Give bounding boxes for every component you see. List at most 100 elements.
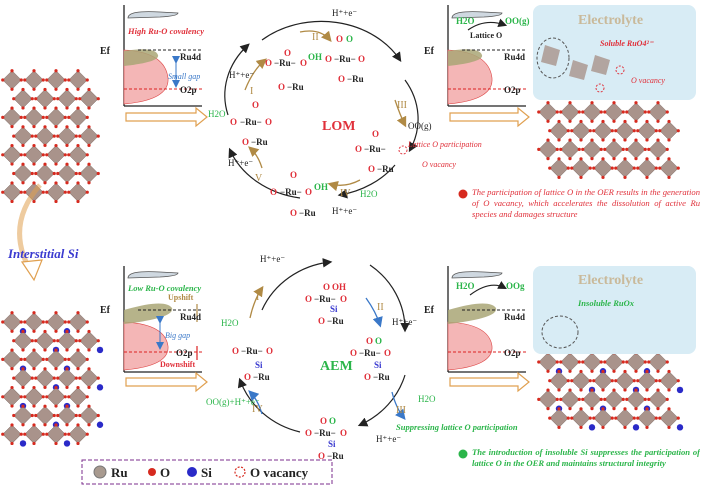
oxygen-atom (32, 69, 36, 73)
oxygen-atom (647, 397, 651, 401)
o-vacancy-label-electrolyte: O vacancy (631, 76, 665, 85)
oxygen-atom (579, 369, 583, 374)
oxygen-atom (667, 119, 671, 124)
oxygen-atom (555, 360, 559, 364)
ruo6-octahedron (2, 145, 22, 165)
oxygen-atom (634, 369, 638, 373)
svg-text:−Ru: −Ru (287, 82, 304, 92)
oxygen-atom (599, 147, 603, 151)
silicon-atom (63, 440, 71, 447)
oxygen-atom (32, 367, 36, 371)
ru4d-band-shape (124, 49, 159, 66)
svg-text:O: O (329, 416, 336, 426)
oxygen-atom (65, 348, 69, 352)
oxygen-atom (603, 147, 607, 151)
oxygen-atom (96, 376, 100, 380)
oxygen-atom (1, 190, 5, 194)
ruo6-octahedron (46, 349, 66, 369)
legend-box (81, 459, 333, 485)
svg-text:O: O (244, 372, 251, 382)
fermi-level-label-b: Ef (100, 305, 111, 316)
oxygen-atom (63, 115, 67, 119)
oxygen-atom (555, 147, 559, 151)
ruo6-octahedron (626, 389, 646, 409)
oxygen-atom (54, 367, 58, 371)
ruo6-octahedron (13, 163, 33, 184)
oxygen-atom (614, 166, 618, 170)
ruo6-octahedron (79, 89, 99, 109)
ruo6-octahedron (582, 139, 602, 159)
oxygen-atom (548, 379, 552, 383)
ruo6-octahedron (24, 424, 44, 444)
aem-oo-gas-combo: OO(g)+H⁺+e⁻ (206, 397, 260, 407)
oxygen-atom (636, 166, 640, 170)
aem-hplus-1: H⁺+e⁻ (260, 254, 285, 264)
oxygen-atom (546, 388, 550, 392)
oxygen-atom (63, 395, 67, 399)
oxygen-atom (610, 379, 614, 383)
oxygen-atom (667, 388, 671, 392)
right-arrow-bottom-left (125, 371, 208, 393)
oxygen-atom (10, 87, 14, 91)
oxygen-atom (658, 166, 662, 170)
ruo6-octahedron (659, 371, 679, 391)
ruo6-octahedron (604, 102, 624, 122)
oxygen-atom (623, 157, 627, 161)
ruo6-octahedron (35, 405, 55, 426)
svg-text:O: O (284, 48, 291, 58)
oxygen-atom (10, 311, 14, 315)
oxygen-atom (625, 110, 629, 114)
band-diagram-top-left (123, 5, 202, 107)
ruo6-octahedron (604, 389, 624, 409)
oxygen-atom (54, 404, 58, 408)
electrolyte-title-top: Electrolyte (578, 13, 643, 28)
o2p-label-br: O2p (504, 348, 521, 358)
ruo6-octahedron (615, 371, 635, 391)
ruo6-octahedron (604, 139, 624, 159)
oxygen-atom (654, 379, 658, 383)
stable-cluster-outline (541, 315, 579, 349)
ruo6-octahedron (637, 408, 657, 428)
oxygen-atom (590, 138, 594, 142)
svg-text:O: O (265, 117, 272, 127)
oxygen-atom (21, 143, 25, 147)
oxygen-atom (645, 388, 649, 392)
oxygen-atom (1, 320, 5, 324)
aem-title: AEM (320, 359, 353, 374)
oo-gas-label-bottom-right: OOg (506, 281, 525, 291)
ruo6-octahedron (13, 331, 33, 351)
oxygen-atom (74, 134, 78, 138)
oxygen-atom (52, 413, 56, 418)
svg-text:O: O (232, 346, 239, 356)
oxygen-atom (10, 329, 14, 333)
ruo6-octahedron (68, 424, 88, 444)
oxygen-atom (636, 129, 640, 133)
ruo6-octahedron (57, 368, 77, 388)
oxygen-atom (23, 432, 27, 436)
oxygen-atom (667, 175, 671, 179)
oxygen-atom (599, 110, 603, 114)
svg-text:−Ru−: −Ru− (240, 117, 262, 127)
lom-cycle (224, 20, 419, 199)
oxygen-atom (85, 320, 89, 324)
oxygen-atom (546, 407, 550, 411)
oxygen-atom (74, 413, 78, 418)
oxygen-atom (19, 115, 23, 119)
oxygen-atom (577, 110, 581, 114)
ruo6-octahedron (35, 163, 55, 184)
oxygen-atom (557, 175, 561, 179)
suppressing-label: Suppressing lattice O participation (396, 422, 518, 432)
oxygen-atom (658, 416, 662, 420)
oxygen-atom (54, 348, 58, 352)
ru4d-label-b: Ru4d (180, 312, 201, 322)
oxygen-atom (588, 166, 592, 170)
oxygen-atom (632, 166, 636, 170)
oxygen-atom (579, 425, 583, 429)
ruo6-octahedron (2, 312, 22, 332)
oxygen-atom (579, 175, 583, 179)
svg-text:O: O (270, 187, 277, 197)
ruo6-octahedron (79, 331, 99, 351)
oxygen-atom (555, 397, 559, 401)
oxygen-atom (45, 395, 49, 399)
oxygen-atom (65, 143, 69, 147)
